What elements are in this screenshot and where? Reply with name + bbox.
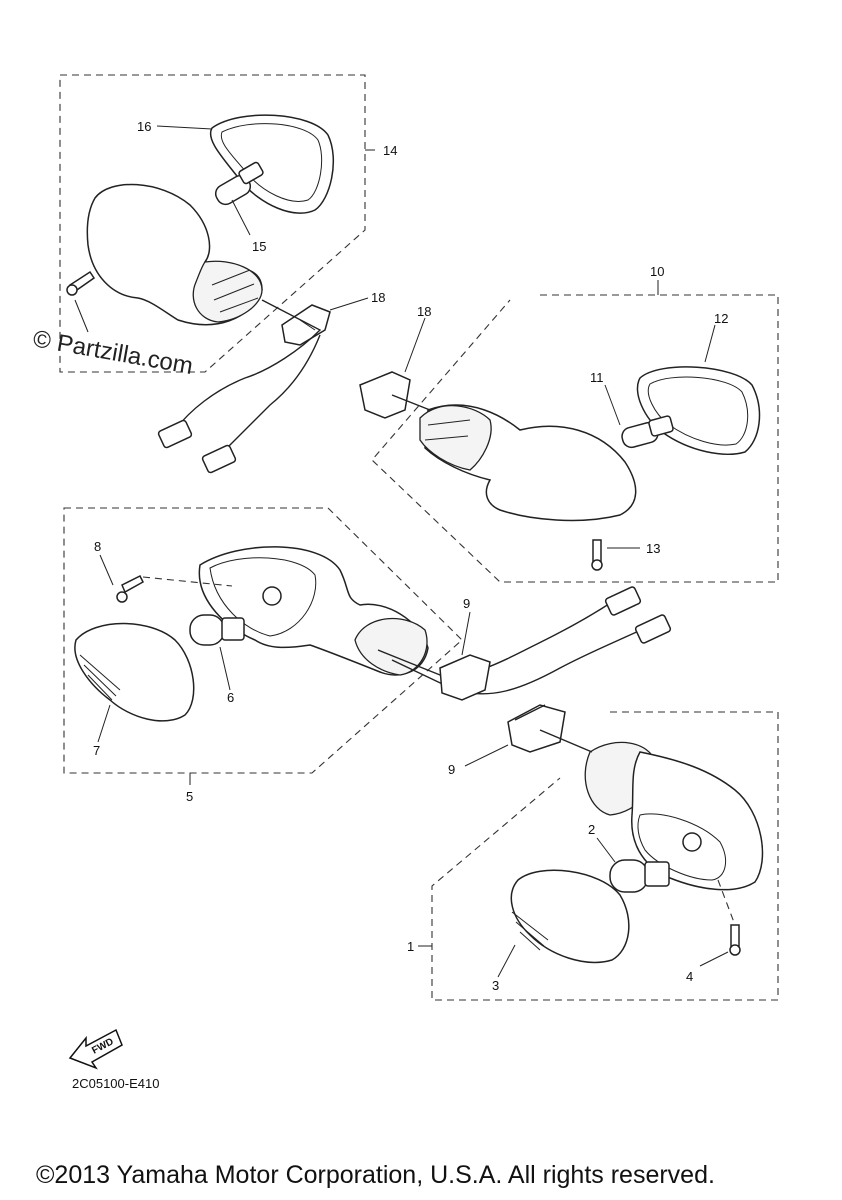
bracket-18b-shape — [359, 371, 411, 419]
assembly-5-boundary — [63, 507, 463, 774]
bulb-6-shape — [189, 614, 225, 646]
callout-9-lower: 9 — [448, 762, 455, 777]
callout-3: 3 — [492, 978, 499, 993]
bracket-9b-shape — [507, 704, 566, 753]
callout-16: 16 — [137, 119, 151, 134]
callout-18-left: 18 — [371, 290, 385, 305]
callout-6: 6 — [227, 690, 234, 705]
screw-4-shape — [730, 924, 740, 947]
callout-4: 4 — [686, 969, 693, 984]
copyright-text: ©2013 Yamaha Motor Corporation, U.S.A. A… — [36, 1161, 715, 1189]
assembly-10-boundary — [371, 294, 779, 583]
wiring-center — [377, 586, 672, 767]
assembly-5-group — [63, 507, 463, 785]
callout-8: 8 — [94, 539, 101, 554]
callout-10: 10 — [650, 264, 664, 279]
watermark-text: © Partzilla.com — [31, 325, 195, 380]
callout-11: 11 — [590, 370, 604, 385]
lens-7-shape — [74, 622, 195, 722]
callout-18-right: 18 — [417, 304, 431, 319]
callout-14: 14 — [383, 143, 397, 158]
forward-arrow-badge: FWD — [68, 1028, 123, 1070]
callout-12: 12 — [714, 311, 728, 326]
callout-1: 1 — [407, 939, 414, 954]
lens-16-shape — [209, 114, 335, 214]
callout-5: 5 — [186, 789, 193, 804]
screw-13-shape — [592, 539, 602, 563]
callout-7: 7 — [93, 743, 100, 758]
bulb-2-shape — [609, 859, 649, 893]
bracket-18a-shape — [281, 304, 331, 346]
assembly-10-group — [359, 280, 779, 583]
diagram-code: 2C05100-E410 — [72, 1076, 159, 1091]
assembly-1-boundary — [431, 711, 779, 1001]
lens-3-shape — [510, 869, 630, 964]
wire-14 — [174, 299, 322, 431]
forward-arrow-icon — [68, 1028, 123, 1070]
callout-2: 2 — [588, 822, 595, 837]
assembly-14-group — [59, 74, 375, 474]
screw-8-shape — [121, 574, 144, 594]
assembly-1-group — [418, 711, 779, 1001]
callout-9-upper: 9 — [463, 596, 470, 611]
assembly-14-boundary — [59, 74, 366, 373]
callout-15: 15 — [252, 239, 266, 254]
bracket-9a-shape — [439, 654, 491, 701]
callout-13: 13 — [646, 541, 660, 556]
